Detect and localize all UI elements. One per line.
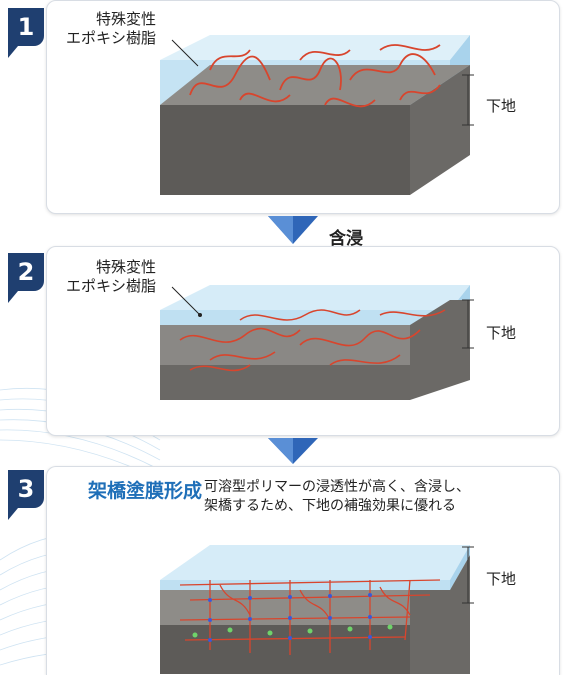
reinforcement-points (192, 624, 393, 638)
substrate-top (160, 325, 450, 365)
step-3-description-line1: 可溶型ポリマーの浸透性が高く、含浸し、 (204, 479, 470, 495)
step-3-description-line2: 架橋するため、下地の補強効果に優れる (204, 498, 456, 514)
step-1-material-label-line2: エポキシ樹脂 (66, 29, 157, 47)
resin-fibers (179, 309, 446, 372)
step-1-slab-diagram (160, 35, 474, 195)
step-1-badge: 1 (8, 8, 44, 58)
step-2-material-label-line2: エポキシ樹脂 (66, 277, 157, 295)
substrate-side (410, 300, 470, 400)
step-1-substrate-label: 下地 (486, 97, 517, 115)
step-1-leader-line (171, 39, 199, 67)
step-2-leader-line (171, 286, 202, 317)
crosslinked-network (179, 579, 441, 655)
step-1-material-label-line1: 特殊変性 (96, 10, 157, 28)
step-2-substrate-label: 下地 (486, 324, 517, 342)
step-2-badge: 2 (8, 253, 44, 303)
step-3-badge: 3 (8, 470, 44, 520)
impregnation-arrow (268, 216, 318, 244)
step-3-title: 架橋塗膜形成 (88, 480, 203, 502)
resin-fibers (189, 44, 441, 108)
step-2-material-label-line1: 特殊変性 (96, 258, 157, 276)
crosslink-nodes (208, 593, 372, 642)
substrate-side (410, 65, 470, 195)
substrate-front (160, 105, 410, 195)
step-3-slab-diagram (160, 545, 474, 674)
step-2-slab-diagram (160, 285, 474, 400)
substrate-front (160, 625, 410, 674)
impregnation-label: 含浸 (329, 229, 363, 249)
substrate-side (410, 555, 470, 674)
crosslink-arrow (268, 438, 318, 464)
substrate-top (160, 65, 470, 105)
step-3-substrate-label: 下地 (486, 570, 517, 588)
